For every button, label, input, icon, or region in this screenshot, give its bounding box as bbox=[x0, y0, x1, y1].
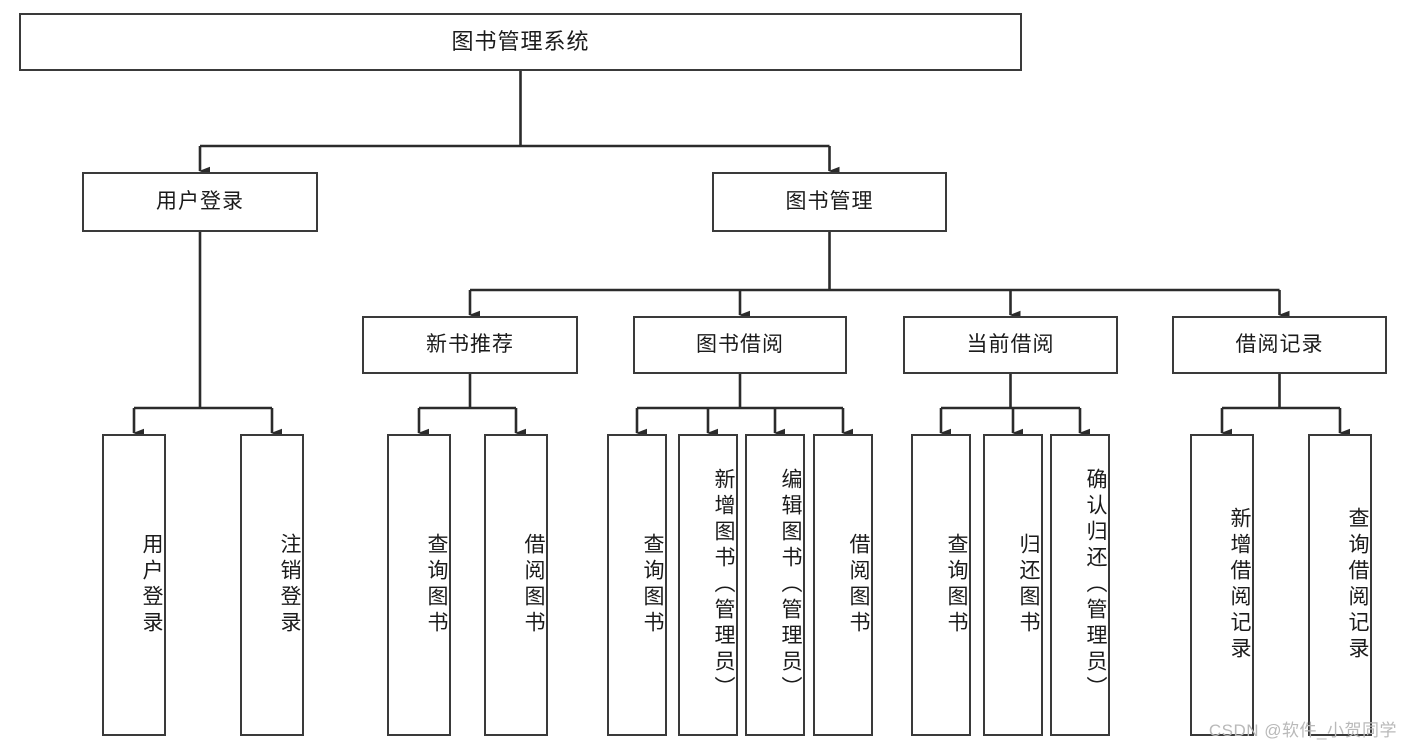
leaf-current-return-book[interactable]: 归还图书 bbox=[983, 434, 1043, 736]
node-label: 图书借阅 bbox=[696, 332, 784, 356]
node-label: 借阅记录 bbox=[1235, 332, 1324, 356]
leaf-recommend-borrow-book[interactable]: 借阅图书 bbox=[484, 434, 548, 736]
node-label: 确认归还（管理员） bbox=[1084, 468, 1107, 702]
node-label: 用户登录 bbox=[156, 189, 244, 213]
leaf-user-logout[interactable]: 注销登录 bbox=[240, 434, 304, 736]
leaf-current-confirm-return[interactable]: 确认归还（管理员） bbox=[1050, 434, 1110, 736]
node-label: 查询图书 bbox=[945, 533, 968, 637]
node-label: 图书管理 bbox=[785, 189, 874, 213]
node-book-management[interactable]: 图书管理 bbox=[712, 172, 947, 232]
leaf-current-query-book[interactable]: 查询图书 bbox=[911, 434, 971, 736]
node-label: 图书管理系统 bbox=[451, 29, 590, 55]
node-label: 新书推荐 bbox=[426, 332, 514, 356]
node-label: 归还图书 bbox=[1017, 533, 1040, 637]
node-new-book-recommend[interactable]: 新书推荐 bbox=[362, 316, 578, 374]
node-root[interactable]: 图书管理系统 bbox=[19, 13, 1022, 71]
node-current-borrow[interactable]: 当前借阅 bbox=[903, 316, 1118, 374]
node-user-login[interactable]: 用户登录 bbox=[82, 172, 318, 232]
node-label: 新增图书（管理员） bbox=[712, 468, 735, 702]
node-label: 注销登录 bbox=[278, 533, 301, 637]
leaf-borrow-borrow-book[interactable]: 借阅图书 bbox=[813, 434, 873, 736]
leaf-record-add[interactable]: 新增借阅记录 bbox=[1190, 434, 1254, 736]
node-label: 编辑图书（管理员） bbox=[779, 468, 802, 702]
node-label: 用户登录 bbox=[140, 533, 163, 637]
node-label: 查询图书 bbox=[425, 533, 448, 637]
leaf-borrow-query-book[interactable]: 查询图书 bbox=[607, 434, 667, 736]
leaf-borrow-edit-book[interactable]: 编辑图书（管理员） bbox=[745, 434, 805, 736]
watermark-text: CSDN @软件_小贺同学 bbox=[1208, 721, 1397, 740]
node-label: 查询借阅记录 bbox=[1346, 507, 1369, 663]
leaf-borrow-add-book[interactable]: 新增图书（管理员） bbox=[678, 434, 738, 736]
node-label: 借阅图书 bbox=[522, 533, 545, 637]
node-label: 新增借阅记录 bbox=[1228, 507, 1251, 663]
node-book-borrow[interactable]: 图书借阅 bbox=[633, 316, 847, 374]
leaf-record-query[interactable]: 查询借阅记录 bbox=[1308, 434, 1372, 736]
node-label: 查询图书 bbox=[641, 533, 664, 637]
connector-lines bbox=[132, 71, 1350, 438]
node-label: 借阅图书 bbox=[847, 533, 870, 637]
node-label: 当前借阅 bbox=[966, 332, 1055, 356]
leaf-recommend-query-book[interactable]: 查询图书 bbox=[387, 434, 451, 736]
node-borrow-records[interactable]: 借阅记录 bbox=[1172, 316, 1387, 374]
leaf-user-login[interactable]: 用户登录 bbox=[102, 434, 166, 736]
